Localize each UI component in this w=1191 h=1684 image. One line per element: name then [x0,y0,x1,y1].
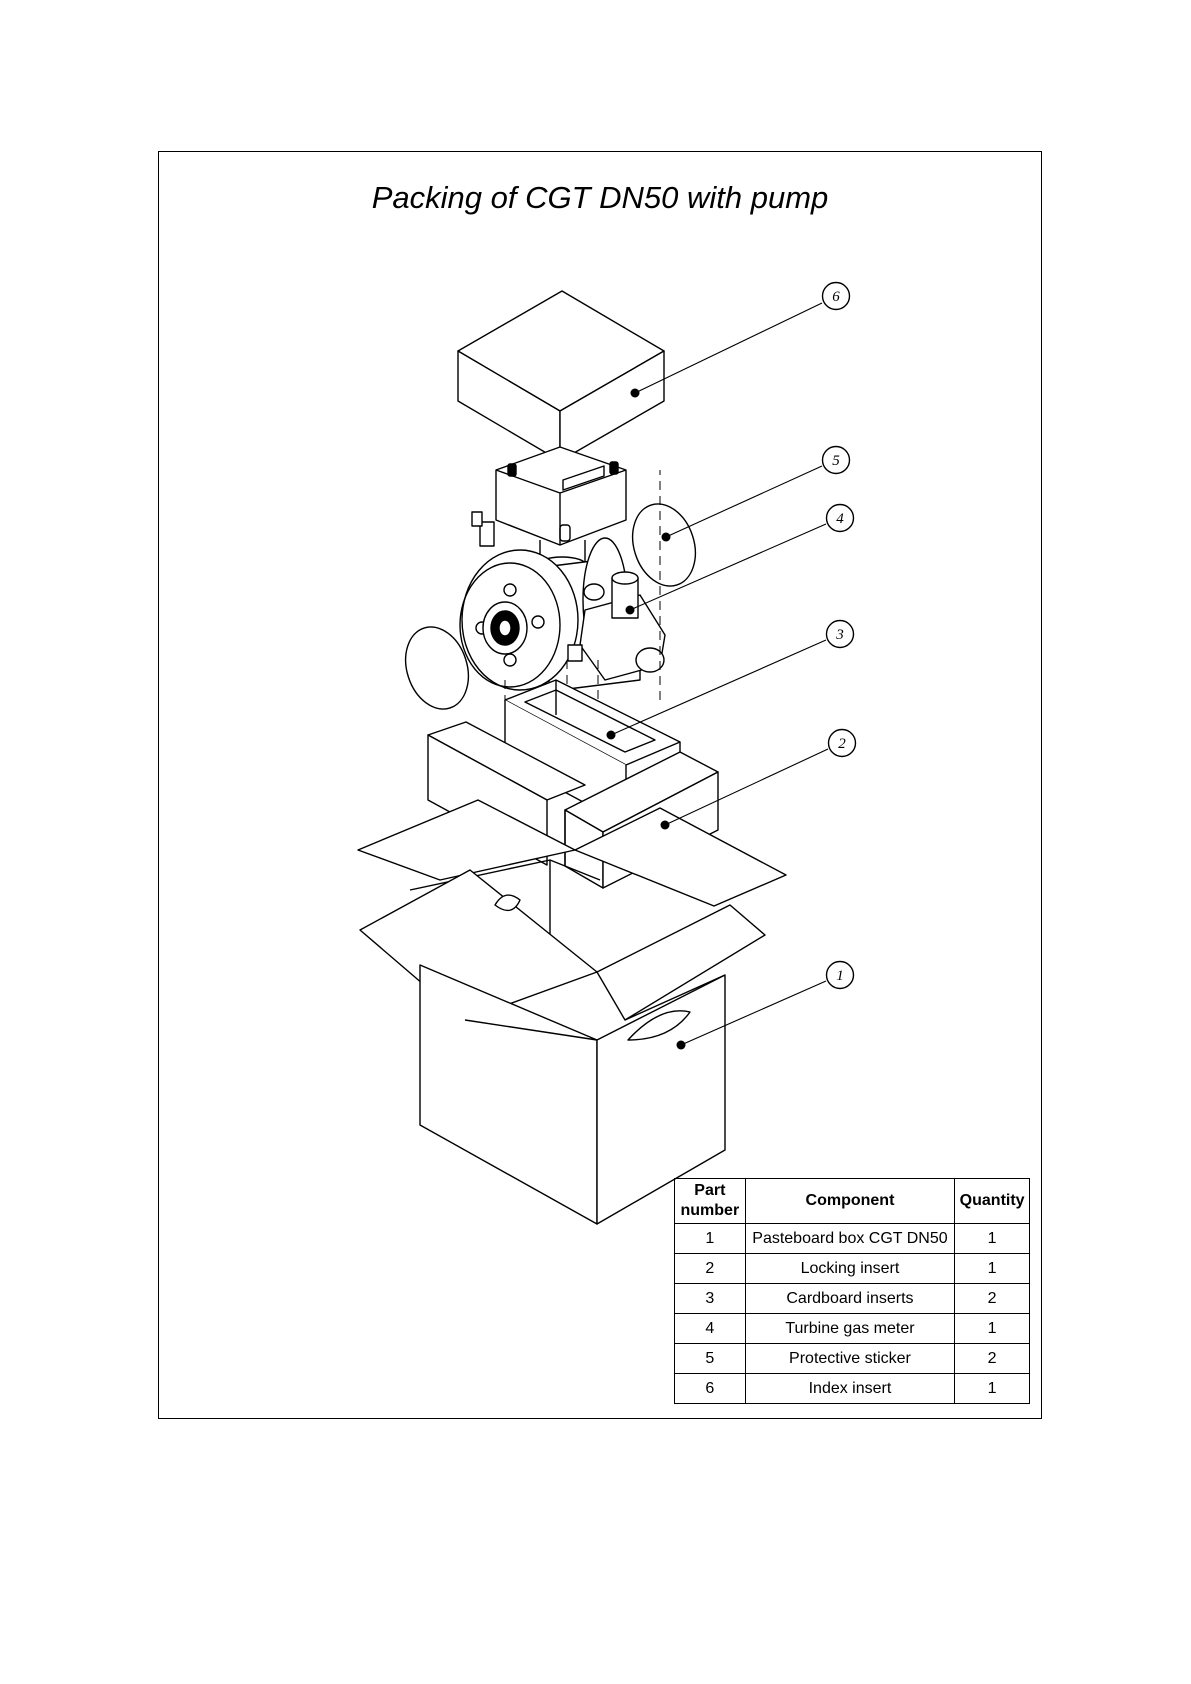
part-number-cell: 6 [675,1374,746,1404]
part-number-cell: 1 [675,1224,746,1254]
part-number-cell: 3 [675,1284,746,1314]
parts-table-header: Part number Component Quantity [675,1179,1030,1224]
component-cell: Index insert [745,1374,955,1404]
balloon-5: 5 [832,453,840,469]
balloon-4: 4 [836,511,844,527]
table-row: 1 Pasteboard box CGT DN50 1 [675,1224,1030,1254]
balloon-2: 2 [838,736,846,752]
quantity-cell: 2 [955,1284,1030,1314]
part-number-cell: 5 [675,1344,746,1374]
component-cell: Protective sticker [745,1344,955,1374]
turbine-gas-meter [460,447,665,690]
table-row: 4 Turbine gas meter 1 [675,1314,1030,1344]
balloon-1: 1 [836,968,844,984]
quantity-cell: 1 [955,1374,1030,1404]
balloon-3: 3 [835,627,844,643]
component-cell: Locking insert [745,1254,955,1284]
header-quantity: Quantity [955,1179,1030,1224]
component-cell: Pasteboard box CGT DN50 [745,1224,955,1254]
parts-table: Part number Component Quantity 1 Pastebo… [674,1178,1030,1404]
component-cell: Turbine gas meter [745,1314,955,1344]
component-cell: Cardboard inserts [745,1284,955,1314]
table-row: 5 Protective sticker 2 [675,1344,1030,1374]
quantity-cell: 2 [955,1344,1030,1374]
quantity-cell: 1 [955,1314,1030,1344]
table-row: 2 Locking insert 1 [675,1254,1030,1284]
index-insert-box [458,291,664,461]
balloon-6: 6 [832,289,840,305]
quantity-cell: 1 [955,1254,1030,1284]
part-number-cell: 2 [675,1254,746,1284]
quantity-cell: 1 [955,1224,1030,1254]
header-component: Component [745,1179,955,1224]
table-row: 6 Index insert 1 [675,1374,1030,1404]
header-part-number: Part number [675,1179,746,1224]
table-row: 3 Cardboard inserts 2 [675,1284,1030,1314]
part-number-cell: 4 [675,1314,746,1344]
